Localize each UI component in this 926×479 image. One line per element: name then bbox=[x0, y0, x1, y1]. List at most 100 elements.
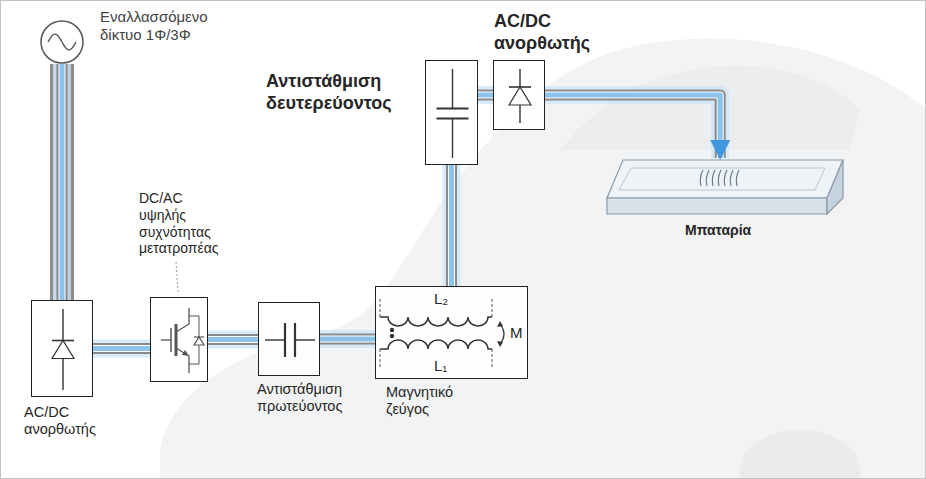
polarity-dot bbox=[390, 334, 394, 338]
receiver-coil bbox=[736, 170, 739, 186]
power-flow-connector bbox=[208, 339, 258, 340]
compensation-box: Αντιστάθμιση δευτερεύοντος bbox=[425, 60, 478, 165]
component-label: DC/AC υψηλής συχνότητας μετατροπέας bbox=[139, 190, 231, 257]
arrow-head bbox=[497, 341, 503, 347]
battery-top bbox=[607, 160, 843, 198]
battery-front bbox=[607, 198, 827, 214]
battery-plate bbox=[619, 168, 825, 190]
gate-plate bbox=[170, 328, 172, 352]
wire-pair bbox=[93, 343, 150, 354]
wire-gap bbox=[320, 336, 375, 343]
power-flow-connector bbox=[320, 339, 375, 340]
flow-glow bbox=[545, 95, 720, 158]
diode-symbol bbox=[509, 87, 531, 105]
symbol bbox=[151, 298, 209, 383]
receiver-coil bbox=[718, 170, 721, 186]
label-holder: L₁ bbox=[434, 357, 447, 375]
wire-gap bbox=[208, 336, 258, 343]
symbol-label: L₁ bbox=[434, 357, 447, 375]
capacitor-plate bbox=[294, 323, 296, 357]
compensation-box: Αντιστάθμιση πρωτεύοντος bbox=[258, 302, 320, 376]
power-flow-connector bbox=[62, 64, 63, 300]
label-holder: Εναλλασσόμενο δίκτυο 1Φ/3Φ bbox=[100, 8, 250, 44]
collector-lead bbox=[176, 308, 189, 332]
component-label: AC/DC ανορθωτής bbox=[24, 404, 114, 439]
coil-symbol bbox=[380, 317, 492, 326]
power-flow-connector bbox=[451, 165, 452, 286]
wire-pair bbox=[320, 334, 375, 345]
power-flow bbox=[60, 64, 65, 300]
emitter-lead bbox=[176, 348, 189, 373]
wire-pair bbox=[208, 334, 258, 345]
symbol bbox=[259, 303, 321, 377]
label-holder: Αντιστάθμιση δευτερεύοντος bbox=[266, 71, 416, 114]
coil-bracket bbox=[380, 299, 381, 317]
symbol-label: L₂ bbox=[434, 290, 448, 308]
capacitor-plate bbox=[284, 323, 286, 357]
power-flow-connector bbox=[478, 95, 493, 96]
receiver-coil bbox=[724, 170, 727, 186]
symbol bbox=[32, 301, 94, 398]
capacitor-plate bbox=[437, 117, 469, 119]
grid-cable bbox=[50, 64, 74, 300]
wire-pair bbox=[545, 95, 720, 158]
label-holder: M bbox=[510, 324, 523, 342]
flow-glow bbox=[53, 64, 71, 300]
component-label: Εναλλασσόμενο δίκτυο 1Φ/3Φ bbox=[100, 8, 250, 44]
coil-symbol bbox=[380, 340, 492, 349]
label-holder: L₂ bbox=[434, 290, 448, 308]
capacitor-lead bbox=[265, 339, 285, 340]
wire-gap bbox=[59, 64, 66, 300]
power-flow bbox=[208, 337, 258, 342]
diode-bar bbox=[509, 86, 531, 88]
emitter-arrow bbox=[182, 350, 189, 356]
component-label: AC/DC ανορθωτής bbox=[494, 11, 614, 54]
coil-bracket bbox=[492, 299, 493, 317]
flow-glow bbox=[320, 330, 375, 348]
wire-pair bbox=[446, 165, 457, 286]
magnetic-coupler: L₂L₁MΜαγνητικό ζεύγος bbox=[375, 286, 528, 379]
igbt-channel bbox=[175, 324, 178, 356]
receiver-coil bbox=[706, 170, 709, 186]
diode-bar bbox=[52, 340, 74, 342]
power-flow bbox=[545, 95, 720, 158]
polarity-dot bbox=[390, 328, 394, 332]
power-flow bbox=[478, 93, 493, 98]
source-circle bbox=[41, 21, 83, 63]
capacitor-lead bbox=[295, 339, 315, 340]
car-window bbox=[560, 65, 860, 150]
leader-line bbox=[176, 262, 178, 293]
capacitor-plate bbox=[437, 107, 469, 109]
power-flow bbox=[93, 346, 150, 351]
label-holder: Μαγνητικό ζεύγος bbox=[386, 384, 491, 419]
freewheel-diode bbox=[194, 337, 204, 345]
ac-source: Εναλλασσόμενο δίκτυο 1Φ/3Φ bbox=[40, 20, 84, 64]
rectifier-box: AC/DC ανορθωτής bbox=[493, 60, 545, 130]
mutual-arrow bbox=[500, 324, 504, 344]
power-flow-connector bbox=[93, 348, 150, 349]
car-silhouette bbox=[160, 39, 926, 479]
wire-gap bbox=[478, 92, 493, 99]
wire-gap bbox=[93, 345, 150, 352]
power-flow bbox=[320, 337, 375, 342]
power-flow-connector bbox=[545, 95, 720, 158]
diode-bar bbox=[194, 336, 204, 337]
capacitor-lead bbox=[452, 119, 453, 159]
label-holder: AC/DC ανορθωτής bbox=[24, 404, 114, 439]
sine-symbol bbox=[48, 34, 76, 50]
symbol bbox=[376, 287, 529, 380]
battery: Μπαταρία bbox=[605, 158, 845, 216]
rectifier-box: AC/DC ανορθωτής bbox=[31, 300, 93, 397]
symbol bbox=[605, 158, 845, 216]
coil-bracket bbox=[380, 349, 381, 369]
component-label: Μπαταρία bbox=[685, 222, 751, 239]
car-wheel bbox=[740, 430, 860, 479]
label-holder: Αντιστάθμιση πρωτεύοντος bbox=[257, 381, 372, 416]
component-label: Αντιστάθμιση δευτερεύοντος bbox=[266, 71, 416, 114]
label-holder: AC/DC ανορθωτής bbox=[494, 11, 614, 54]
coil-bracket bbox=[492, 349, 493, 369]
symbol-label: M bbox=[510, 324, 523, 342]
arrow-head bbox=[497, 321, 503, 327]
label-holder: DC/AC υψηλής συχνότητας μετατροπέας bbox=[139, 190, 231, 257]
